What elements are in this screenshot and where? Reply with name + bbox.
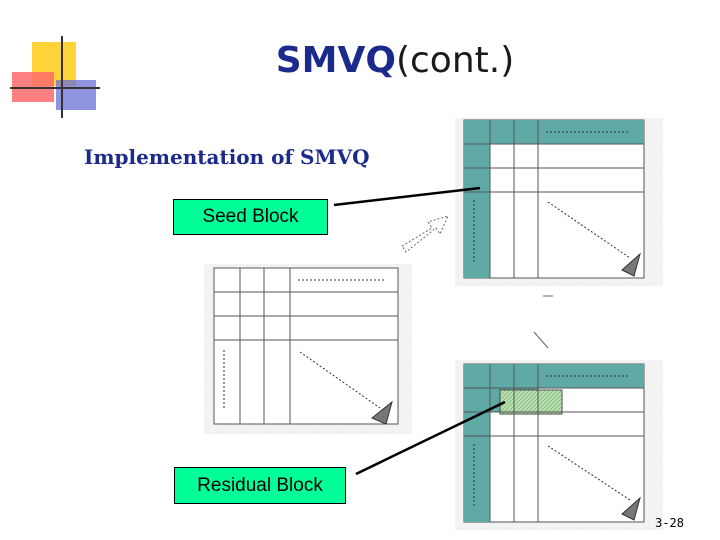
- bottom-right-page: [455, 360, 663, 530]
- transition-arrow: [401, 215, 449, 253]
- page-curl: [371, 400, 393, 425]
- page-sheet: [463, 119, 645, 279]
- seed-block-label: Seed Block: [173, 199, 328, 235]
- page-number: 3-28: [655, 516, 684, 530]
- corner-decoration: [10, 36, 100, 118]
- title-rest: (cont.): [395, 40, 515, 81]
- residual-block-label: Residual Block: [174, 467, 346, 504]
- faint-mark: [533, 331, 549, 349]
- top-right-page: [455, 118, 663, 286]
- left-page: [204, 264, 412, 434]
- slide-subtitle: Implementation of SMVQ: [84, 145, 370, 169]
- page-sheet: [213, 267, 399, 425]
- slide-title: SMVQ(cont.): [200, 40, 590, 81]
- seed-connector-line: [333, 186, 481, 207]
- page-curl: [621, 252, 641, 277]
- teal-first-column: [464, 120, 490, 278]
- title-main: SMVQ: [275, 40, 396, 81]
- page-curl: [621, 496, 641, 521]
- residual-connector-line: [355, 400, 506, 476]
